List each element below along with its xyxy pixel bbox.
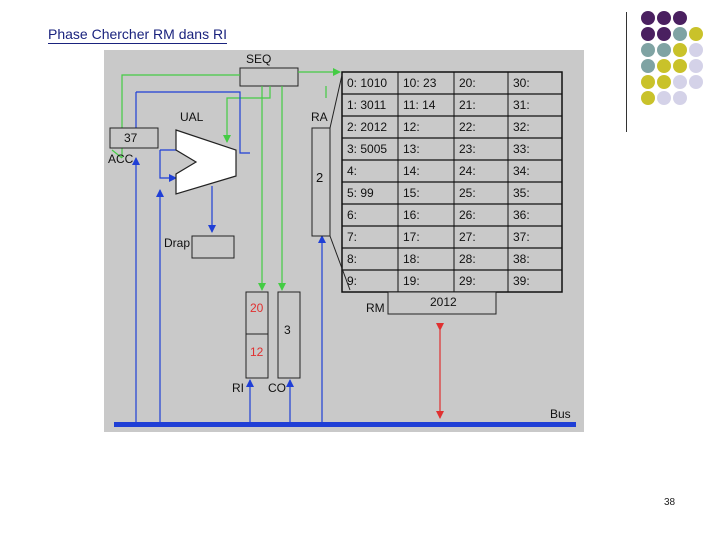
bus-label: Bus <box>550 407 571 421</box>
decor-dot <box>689 43 703 57</box>
decor-dot <box>673 27 687 41</box>
co-value: 3 <box>284 323 291 337</box>
memory-cell: 29: <box>459 274 476 288</box>
ual-label: UAL <box>180 110 204 124</box>
co-label: CO <box>268 381 286 395</box>
memory-cell: 1: 3011 <box>347 98 386 112</box>
memory-cell: 27: <box>459 230 476 244</box>
decor-dot <box>673 91 687 105</box>
memory-cell: 38: <box>513 252 530 266</box>
ra-fanout-lines <box>329 74 351 291</box>
decor-dot <box>657 11 671 25</box>
data-wires-blue <box>132 91 326 422</box>
ri-top-value: 20 <box>250 301 264 315</box>
decor-dot <box>689 59 703 73</box>
memory-cell: 25: <box>459 186 476 200</box>
drap-label: Drap <box>164 236 190 250</box>
ual-shape <box>175 129 237 195</box>
memory-cell: 10: 23 <box>403 76 437 90</box>
decor-dot <box>641 11 655 25</box>
green-arrow-to-acc <box>111 149 123 159</box>
memory-cell: 16: <box>403 208 420 222</box>
memory-cell: 22: <box>459 120 476 134</box>
decor-dot <box>657 75 671 89</box>
rm-value: 2012 <box>430 295 457 309</box>
diagram-panel <box>104 50 584 432</box>
ra-box <box>311 127 331 237</box>
co-box <box>277 291 301 379</box>
decor-dot <box>673 43 687 57</box>
decor-dot <box>641 59 655 73</box>
decor-dot <box>657 91 671 105</box>
ri-bottom-value: 12 <box>250 345 264 359</box>
decor-dot <box>657 43 671 57</box>
decor-dot <box>673 75 687 89</box>
decor-dot <box>641 43 655 57</box>
memory-cell: 15: <box>403 186 420 200</box>
memory-cell: 21: <box>459 98 476 112</box>
decor-dot <box>657 59 671 73</box>
decor-dot <box>641 75 655 89</box>
memory-cell: 12: <box>403 120 420 134</box>
memory-table: 0: 1010 10: 23 20: 30: 1: 3011 11: 14 21: 31: 2:… <box>341 71 563 293</box>
decor-dot <box>689 27 703 41</box>
memory-cell: 4: <box>347 164 357 178</box>
ri-box <box>245 291 269 379</box>
memory-cell: 39: <box>513 274 530 288</box>
memory-cell: 14: <box>403 164 420 178</box>
decor-dot <box>641 27 655 41</box>
ri-label: RI <box>232 381 244 395</box>
memory-cell: 31: <box>513 98 530 112</box>
memory-cell: 34: <box>513 164 530 178</box>
ra-label: RA <box>311 110 328 124</box>
acc-box <box>109 127 159 149</box>
memory-cell: 0: 1010 <box>347 76 387 90</box>
decor-dot <box>641 91 655 105</box>
seq-box <box>239 67 299 87</box>
memory-cell: 35: <box>513 186 530 200</box>
memory-cell: 30: <box>513 76 530 90</box>
memory-cell: 36: <box>513 208 530 222</box>
memory-cell: 28: <box>459 252 476 266</box>
decor-dot <box>673 11 687 25</box>
decor-dot <box>657 27 671 41</box>
memory-cell: 37: <box>513 230 530 244</box>
memory-cell: 5: 99 <box>347 186 374 200</box>
memory-cell: 9: <box>347 274 357 288</box>
memory-cell: 18: <box>403 252 420 266</box>
ra-value: 2 <box>316 170 323 185</box>
seq-label: SEQ <box>246 52 271 66</box>
control-wires-green <box>121 68 341 291</box>
memory-cell: 26: <box>459 208 476 222</box>
memory-cell: 17: <box>403 230 420 244</box>
rm-label: RM <box>366 301 385 315</box>
memory-cell: 11: 14 <box>403 98 436 112</box>
page-number: 38 <box>664 497 676 508</box>
acc-label: ACC <box>108 152 134 166</box>
memory-cell: 24: <box>459 164 476 178</box>
drap-box <box>191 235 235 259</box>
decor-divider <box>626 12 627 132</box>
memory-cell: 19: <box>403 274 420 288</box>
acc-value: 37 <box>124 131 138 145</box>
system-bus <box>114 422 576 427</box>
decor-dot-grid <box>641 11 703 105</box>
decor-dot <box>689 75 703 89</box>
memory-cell: 6: <box>347 208 357 222</box>
rm-box <box>387 291 497 315</box>
memory-cell: 33: <box>513 142 530 156</box>
memory-cell: 3: 5005 <box>347 142 387 156</box>
memory-cell: 7: <box>347 230 357 244</box>
memory-cell: 20: <box>459 76 476 90</box>
memory-cell: 8: <box>347 252 357 266</box>
memory-cell: 23: <box>459 142 476 156</box>
slide-title: Phase Chercher RM dans RI <box>48 26 227 44</box>
memory-cell: 2: 2012 <box>347 120 387 134</box>
decor-dot <box>673 59 687 73</box>
memory-cell: 13: <box>403 142 420 156</box>
memory-cell: 32: <box>513 120 530 134</box>
